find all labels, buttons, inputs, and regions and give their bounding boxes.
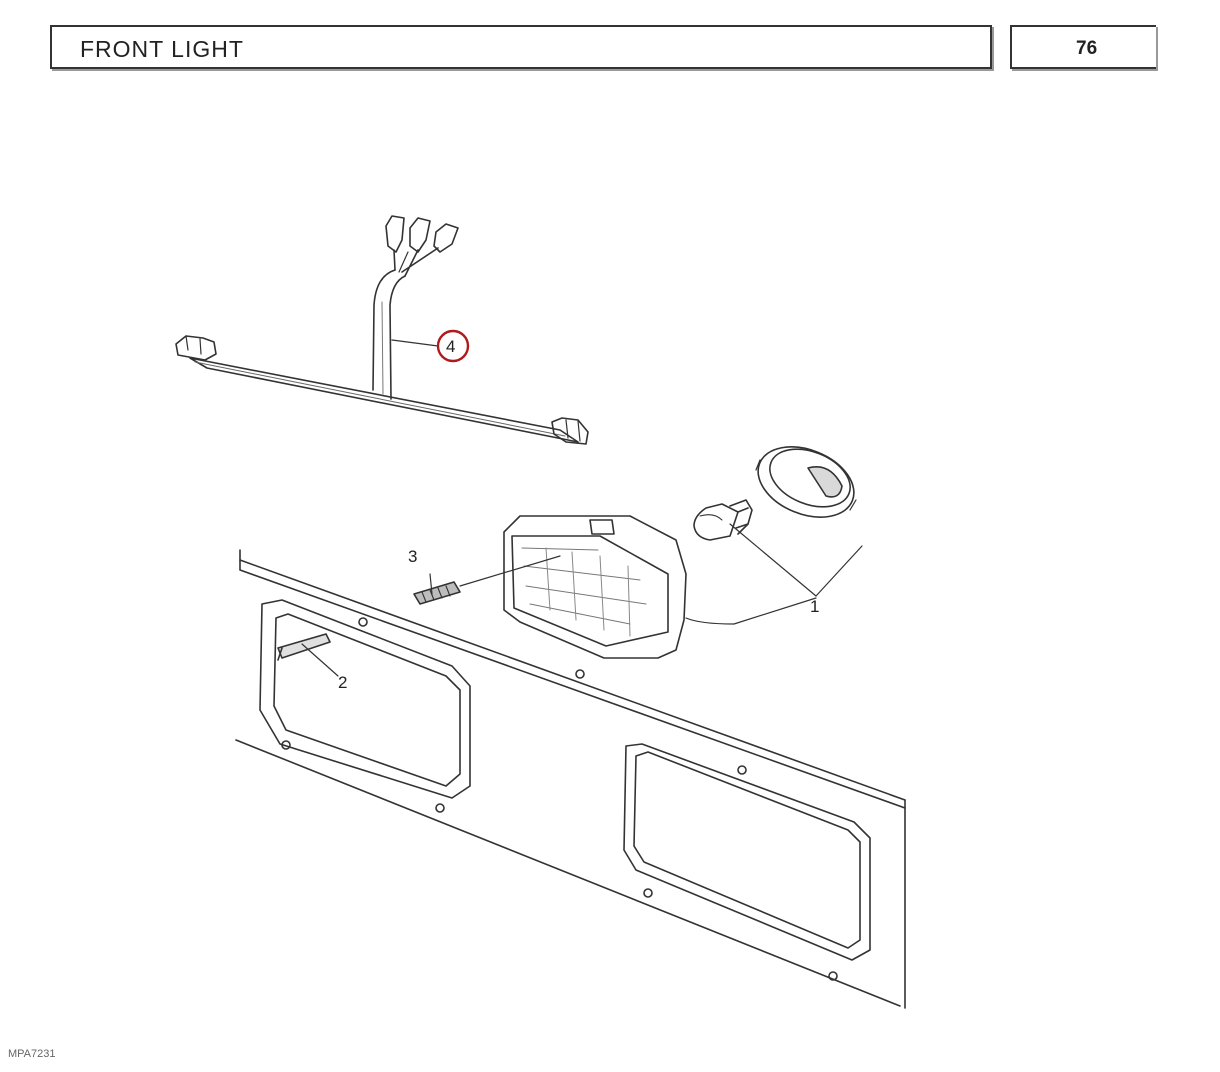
- page-number-box: 76: [1010, 25, 1156, 69]
- callout-2: 2: [338, 673, 347, 692]
- drawing-code: MPA7231: [8, 1048, 56, 1060]
- page-title: FRONT LIGHT: [80, 36, 244, 62]
- page-number: 76: [1076, 38, 1098, 59]
- round-lamp: [755, 446, 857, 518]
- clip: [413, 555, 561, 605]
- wiring-harness: [175, 215, 589, 445]
- callout-4-highlight-ring: [436, 329, 470, 363]
- headlamp-unit: [503, 515, 687, 659]
- screw: [277, 633, 331, 661]
- title-box: FRONT LIGHT: [50, 25, 992, 69]
- leader-lines: [301, 523, 863, 677]
- bulb: [693, 499, 753, 541]
- front-panel: [235, 549, 906, 1009]
- callout-4: 4: [446, 337, 455, 356]
- callout-3: 3: [408, 547, 417, 566]
- callout-1: 1: [810, 597, 819, 616]
